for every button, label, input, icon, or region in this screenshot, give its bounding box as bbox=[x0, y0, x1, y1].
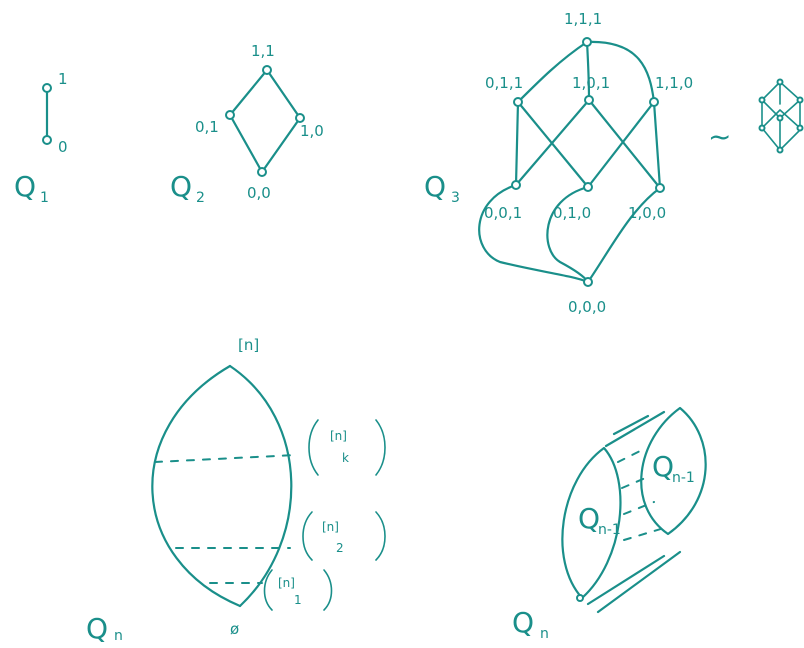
q2-name: Q bbox=[170, 170, 192, 203]
q2-node-top bbox=[262, 65, 272, 75]
q2-subscript: 2 bbox=[196, 190, 205, 206]
qn-lens-right-arc bbox=[228, 364, 293, 608]
q3-label-100: 1,0,0 bbox=[628, 204, 666, 222]
qn-top-connector bbox=[604, 410, 666, 448]
binom-1-top: [n] bbox=[278, 576, 295, 590]
q2-node-bottom bbox=[257, 167, 267, 177]
q2-edges bbox=[228, 68, 302, 174]
small-cube-node bbox=[776, 114, 784, 122]
small-cube-node bbox=[758, 124, 766, 132]
q2-top-label: 1,1 bbox=[251, 42, 275, 60]
q3-edge-100-000 bbox=[586, 186, 662, 284]
small-cube-node bbox=[796, 124, 804, 132]
q1-subscript: 1 bbox=[40, 190, 49, 206]
q1-top-label: 1 bbox=[58, 70, 68, 88]
qn-lens-subscript: n bbox=[114, 628, 123, 644]
q2-bottom-label: 0,0 bbox=[247, 184, 271, 202]
qn-rung bbox=[621, 475, 651, 489]
binom-k-left-paren bbox=[308, 419, 319, 476]
q2-right-label: 1,0 bbox=[300, 122, 324, 140]
q3-edge-101-001 bbox=[514, 98, 591, 187]
q3-edge-110-100 bbox=[652, 100, 662, 190]
qn-left-node bbox=[576, 594, 584, 602]
binom-2-left-paren bbox=[302, 511, 313, 561]
qn-lens-diagram: [n] [n] k [n] 2 [n] 1 ø Q n bbox=[86, 336, 386, 645]
q3-node-011 bbox=[513, 97, 523, 107]
binom-1-bottom: 1 bbox=[294, 593, 302, 607]
small-cube-node bbox=[776, 146, 784, 154]
q2-left-label: 0,1 bbox=[195, 118, 219, 136]
qn-left-inner-name: Q bbox=[578, 502, 600, 535]
qn-recursive-diagram: Q n-1 Q n-1 Q n bbox=[512, 406, 707, 642]
q1-bottom-label: 0 bbox=[58, 138, 68, 156]
q3-edge-011-001 bbox=[514, 100, 520, 187]
q1-diagram: 1 0 Q 1 bbox=[14, 70, 68, 206]
binom-k-bottom: k bbox=[342, 451, 349, 465]
qn-bottom-label: ø bbox=[230, 620, 239, 638]
qn-rung bbox=[623, 501, 655, 515]
q2-node-right bbox=[295, 113, 305, 123]
q3-label-010: 0,1,0 bbox=[553, 204, 591, 222]
q3-top-label: 1,1,1 bbox=[564, 10, 602, 28]
qn-rung bbox=[617, 447, 647, 463]
binom-k-right-paren bbox=[375, 419, 386, 476]
qn-bottom-connector-2 bbox=[596, 550, 682, 614]
q3-node-110 bbox=[649, 97, 659, 107]
q3-diagram: 1,1,1 0,1,1 1,0,1 1,1,0 0,0,1 0,1,0 1,0,… bbox=[424, 10, 731, 316]
qn-lens-name: Q bbox=[86, 612, 108, 645]
binom-k-top: [n] bbox=[330, 429, 347, 443]
q3-edge-111-011 bbox=[516, 40, 589, 104]
qn-right-inner-sub: n-1 bbox=[672, 470, 695, 486]
q3-bottom-label: 0,0,0 bbox=[568, 298, 606, 316]
q1-name: Q bbox=[14, 170, 36, 203]
binom-2-top: [n] bbox=[322, 520, 339, 534]
qn-right-inner-name: Q bbox=[652, 450, 674, 483]
q3-edge-001-000 bbox=[478, 183, 590, 284]
q3-node-001 bbox=[511, 180, 521, 190]
binom-1-left-paren bbox=[263, 569, 273, 611]
qn-top-label: [n] bbox=[238, 336, 259, 354]
q3-edge-011-010 bbox=[516, 100, 590, 189]
qn-rung bbox=[623, 527, 665, 541]
q3-node-000 bbox=[583, 277, 593, 287]
small-cube-node bbox=[796, 96, 804, 104]
q3-edge-010-000 bbox=[546, 185, 590, 284]
qn-recursive-name: Q bbox=[512, 606, 534, 639]
q3-label-101: 1,0,1 bbox=[572, 74, 610, 92]
q3-label-001: 0,0,1 bbox=[484, 204, 522, 222]
q3-node-111 bbox=[582, 37, 592, 47]
q1-node-bottom bbox=[42, 135, 52, 145]
binom-2-right-paren bbox=[375, 511, 386, 561]
small-cube-node bbox=[758, 96, 766, 104]
binom-2-bottom: 2 bbox=[336, 541, 344, 555]
q3-name: Q bbox=[424, 170, 446, 203]
q2-diagram: 1,1 0,1 1,0 0,0 Q 2 bbox=[170, 42, 324, 206]
qn-lens-left-arc bbox=[151, 364, 242, 608]
q2-node-left bbox=[225, 110, 235, 120]
qn-right-lens bbox=[640, 406, 707, 536]
qn-top-connector-2 bbox=[612, 414, 650, 436]
q3-node-100 bbox=[655, 183, 665, 193]
similar-symbol: ~ bbox=[708, 120, 731, 153]
q3-label-110: 1,1,0 bbox=[655, 74, 693, 92]
q3-subscript: 3 bbox=[451, 190, 460, 206]
q3-edge-110-010 bbox=[586, 100, 656, 189]
q3-node-010 bbox=[583, 182, 593, 192]
qn-left-inner-sub: n-1 bbox=[598, 522, 621, 538]
small-cube-icon bbox=[758, 78, 804, 154]
small-cube-node bbox=[776, 78, 784, 86]
q3-label-011: 0,1,1 bbox=[485, 74, 523, 92]
binom-1-right-paren bbox=[323, 569, 333, 611]
qn-bottom-connector bbox=[586, 554, 666, 606]
qn-recursive-subscript: n bbox=[540, 626, 549, 642]
q3-node-101 bbox=[584, 95, 594, 105]
q3-edge-111-110 bbox=[585, 40, 656, 104]
qn-level-k-line bbox=[154, 454, 297, 463]
q3-edge-101-100 bbox=[587, 98, 662, 190]
q1-node-top bbox=[42, 83, 52, 93]
